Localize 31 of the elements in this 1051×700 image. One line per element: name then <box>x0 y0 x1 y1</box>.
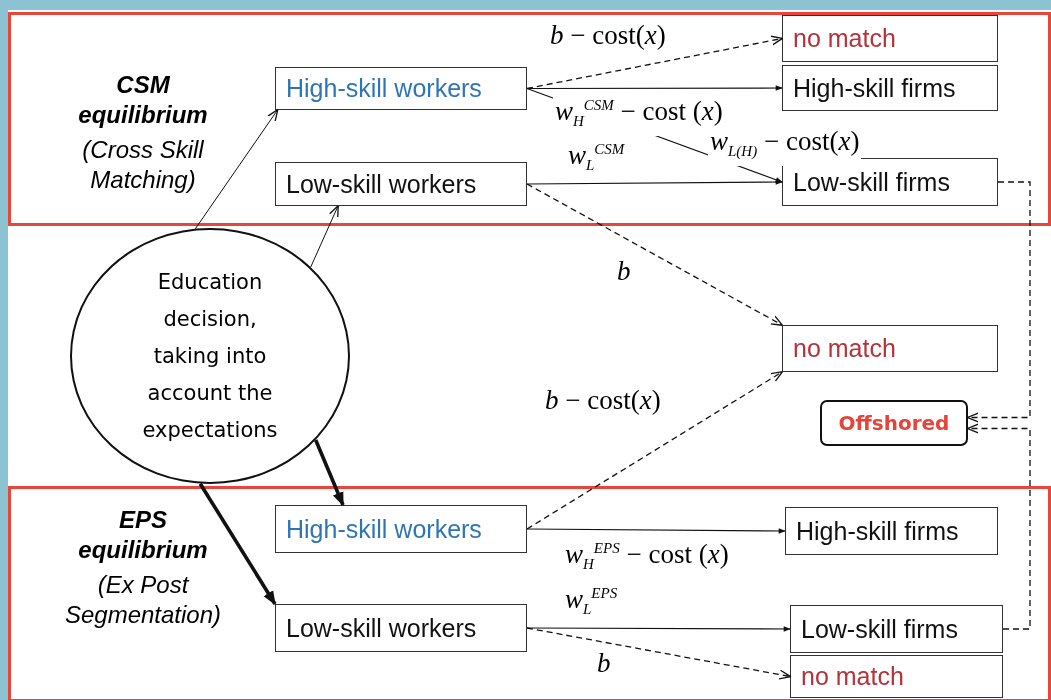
arrow <box>526 85 783 91</box>
panel-heading: EPS equilibrium <box>77 505 209 565</box>
arrow <box>526 179 783 185</box>
label-box: Low-skill firms <box>790 605 1003 653</box>
label-box: High-skill workers <box>275 67 527 110</box>
arrow <box>526 528 786 534</box>
arrow <box>194 108 279 230</box>
label-box: no match <box>790 655 1003 698</box>
arrow <box>526 627 792 680</box>
decision-ellipse: Education decision, taking into account the expectations <box>70 228 350 484</box>
arrow <box>526 626 791 632</box>
arrow <box>966 181 1031 423</box>
arrow <box>526 183 784 326</box>
panel-subheading: (Ex Post Segmentation) <box>63 570 223 630</box>
label-box: Low-skill firms <box>782 158 998 206</box>
label-box: Low-skill workers <box>275 604 527 652</box>
offshored-box: Offshored <box>820 400 968 446</box>
arrow <box>966 423 1031 630</box>
label-box: Low-skill workers <box>275 162 527 206</box>
label-box: no match <box>782 325 998 372</box>
label-box: High-skill workers <box>275 505 527 553</box>
arrow <box>310 204 339 268</box>
arrow <box>198 482 277 606</box>
label-box: High-skill firms <box>782 65 998 111</box>
panel-heading: CSM equilibrium <box>77 70 209 130</box>
arrow <box>526 371 784 530</box>
arrow <box>314 439 345 507</box>
panel-subheading: (Cross Skill Matching) <box>81 135 205 195</box>
label-box: High-skill firms <box>785 507 998 555</box>
label-box: no match <box>782 15 998 62</box>
arrow <box>526 35 784 90</box>
